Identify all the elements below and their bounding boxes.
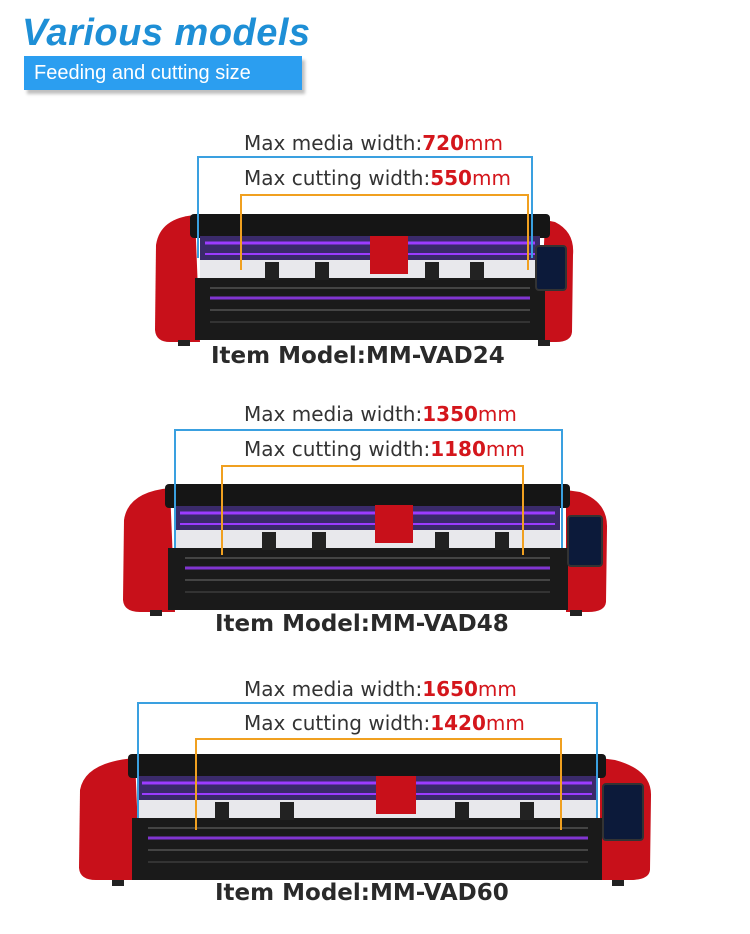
media-width-label: Max media width: xyxy=(244,131,423,155)
media-width-label: Max media width: xyxy=(244,402,423,426)
media-width-label: Max media width: xyxy=(244,677,423,701)
cutting-width-label: Max cutting width: xyxy=(244,437,431,461)
max-cutting-width-spec: Max cutting width:1180mm xyxy=(244,437,525,461)
max-media-width-spec: Max media width:720mm xyxy=(244,131,503,155)
cutting-width-value: 1180 xyxy=(430,437,486,461)
cutting-width-unit: mm xyxy=(485,711,525,735)
max-cutting-width-spec: Max cutting width:550mm xyxy=(244,166,511,190)
page-title: Various models xyxy=(22,12,311,54)
cutting-width-label: Max cutting width: xyxy=(244,166,431,190)
media-width-value: 1350 xyxy=(422,402,478,426)
cutting-width-unit: mm xyxy=(485,437,525,461)
media-width-value: 720 xyxy=(422,131,464,155)
cutter-plotter-image xyxy=(155,156,574,346)
subtitle-banner: Feeding and cutting size xyxy=(24,56,302,90)
cutting-width-value: 1420 xyxy=(430,711,486,735)
cutting-width-value: 550 xyxy=(430,166,472,190)
media-width-unit: mm xyxy=(463,131,503,155)
model-name: Item Model:MM-VAD48 xyxy=(215,611,509,637)
media-width-unit: mm xyxy=(477,402,517,426)
max-media-width-spec: Max media width:1650mm xyxy=(244,677,517,701)
cutting-width-label: Max cutting width: xyxy=(244,711,431,735)
cutter-plotter-image xyxy=(123,429,608,616)
media-width-value: 1650 xyxy=(422,677,478,701)
model-name: Item Model:MM-VAD24 xyxy=(211,343,505,369)
media-width-unit: mm xyxy=(477,677,517,701)
model-name: Item Model:MM-VAD60 xyxy=(215,880,509,906)
cutting-width-unit: mm xyxy=(471,166,511,190)
max-media-width-spec: Max media width:1350mm xyxy=(244,402,517,426)
max-cutting-width-spec: Max cutting width:1420mm xyxy=(244,711,525,735)
